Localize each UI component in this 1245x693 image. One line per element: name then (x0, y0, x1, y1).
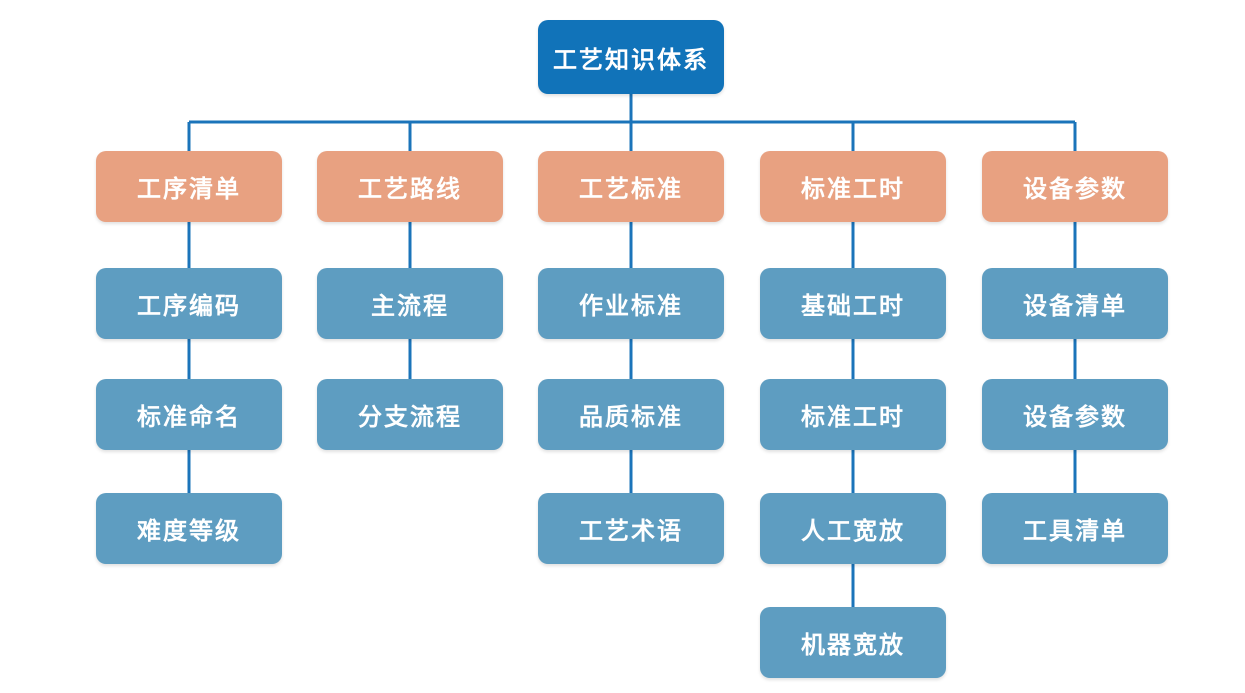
node-process-standard: 工艺标准 (538, 151, 724, 222)
node-process-list: 工序清单 (96, 151, 282, 222)
node-equipment-params: 设备参数 (982, 151, 1168, 222)
node-standard-hours: 标准工时 (760, 151, 946, 222)
node-quality-standard: 品质标准 (538, 379, 724, 450)
node-process-route: 工艺路线 (317, 151, 503, 222)
node-standard-naming: 标准命名 (96, 379, 282, 450)
node-difficulty-level: 难度等级 (96, 493, 282, 564)
node-manual-allowance: 人工宽放 (760, 493, 946, 564)
node-machine-allowance: 机器宽放 (760, 607, 946, 678)
node-equipment-params-child: 设备参数 (982, 379, 1168, 450)
node-operation-standard: 作业标准 (538, 268, 724, 339)
node-basic-hours: 基础工时 (760, 268, 946, 339)
node-tool-list: 工具清单 (982, 493, 1168, 564)
node-branch-flow: 分支流程 (317, 379, 503, 450)
node-root: 工艺知识体系 (538, 20, 724, 94)
node-standard-hours-child: 标准工时 (760, 379, 946, 450)
node-equipment-list: 设备清单 (982, 268, 1168, 339)
node-main-flow: 主流程 (317, 268, 503, 339)
node-process-terminology: 工艺术语 (538, 493, 724, 564)
node-process-code: 工序编码 (96, 268, 282, 339)
